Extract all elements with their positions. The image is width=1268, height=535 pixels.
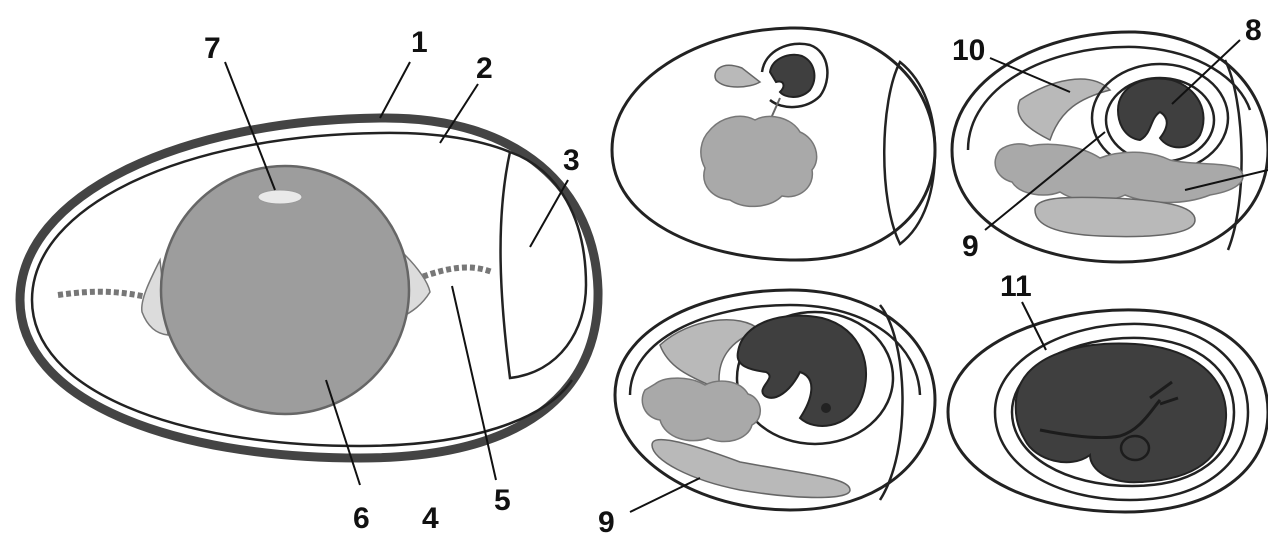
label-8: 8 [1245,14,1262,47]
leader-3 [530,180,568,247]
stage3-air-chamber [880,305,903,500]
air-chamber [501,152,586,378]
egg-stage-2: 10 8 9 [952,14,1268,263]
stage1-allantois [715,65,760,87]
label-7: 7 [204,32,221,65]
label-4: 4 [422,502,439,535]
germinal-disc [258,190,302,204]
stage2-yolk-sac [995,144,1243,203]
label-9-bottom: 9 [598,506,615,535]
label-9-top: 9 [962,230,979,263]
stage1-yolk-sac [701,116,817,206]
stage3-yolk-sac [642,378,760,441]
stage2-allantois [1018,79,1110,140]
label-11: 11 [1000,270,1032,303]
egg-stage-1 [612,28,935,260]
label-6: 6 [353,502,370,535]
stage3-eye [821,403,831,413]
label-5: 5 [494,484,511,517]
stage2-embryo [1118,78,1204,147]
label-10: 10 [952,34,985,67]
stage1-embryo [770,55,814,97]
label-2: 2 [476,52,493,85]
stage3-albumen-sac [652,440,850,498]
large-egg: 7 1 2 3 6 4 5 [20,26,598,535]
stage4-embryo [1016,343,1226,482]
leader-1 [380,62,410,118]
label-3: 3 [563,144,580,177]
egg-stage-3: 9 [598,290,935,535]
label-1: 1 [411,26,428,59]
leader-11 [1022,302,1046,350]
egg-stage-4: 11 [948,270,1268,512]
leader-9-bottom [630,478,700,512]
